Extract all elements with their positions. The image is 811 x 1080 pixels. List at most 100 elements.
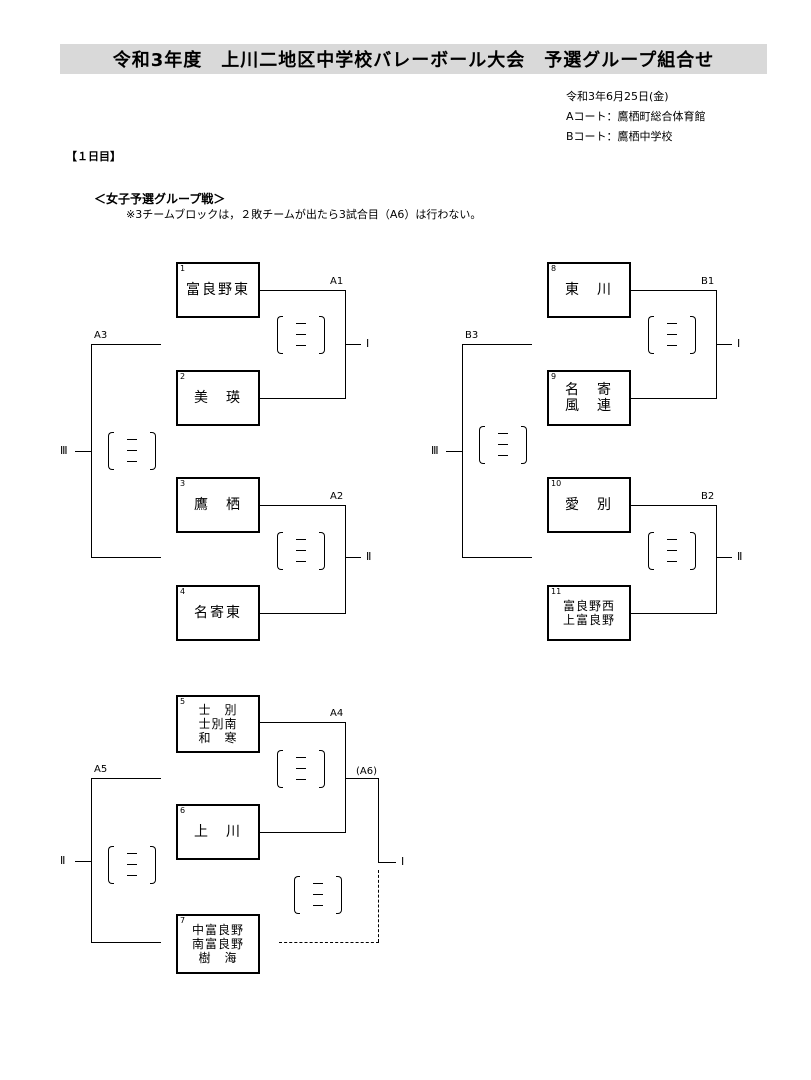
bracket-line <box>716 344 732 345</box>
team-name: 樹 海 <box>198 951 238 965</box>
bracket-line <box>75 861 92 862</box>
team-box-6: 6 上 川 <box>176 804 260 860</box>
bracket-line <box>378 778 379 863</box>
team-name: 中富良野 <box>191 923 244 937</box>
team-box-10: 10 愛 別 <box>547 477 631 533</box>
bracket-line <box>631 290 717 291</box>
bracket-line <box>631 505 717 506</box>
score-box <box>108 846 156 884</box>
bracket-line <box>91 344 161 345</box>
bracket-line <box>631 398 717 399</box>
dotted-bracket-line <box>378 870 379 942</box>
score-box <box>277 316 325 354</box>
team-name: 士 別 <box>198 703 238 717</box>
result-label: Ⅰ <box>401 855 405 868</box>
score-box <box>108 432 156 470</box>
page-title: 令和3年度 上川二地区中学校バレーボール大会 予選グループ組合せ <box>60 44 767 74</box>
bracket-line <box>75 451 92 452</box>
match-label-a1: A1 <box>330 276 344 287</box>
team-number: 3 <box>180 479 186 488</box>
match-label-b3: B3 <box>465 330 479 341</box>
match-label-a3: A3 <box>94 330 108 341</box>
team-name: 士別南 <box>198 717 238 731</box>
team-number: 6 <box>180 806 186 815</box>
team-number: 8 <box>551 264 557 273</box>
day-label: 【１日目】 <box>66 150 121 163</box>
bracket-line <box>462 557 532 558</box>
team-number: 4 <box>180 587 186 596</box>
bracket-line <box>260 290 346 291</box>
team-name: 名寄東 <box>194 605 242 621</box>
team-name: 風 連 <box>565 398 613 414</box>
score-box <box>277 750 325 788</box>
match-label-a2: A2 <box>330 491 344 502</box>
result-label: Ⅱ <box>60 854 66 867</box>
result-label: Ⅱ <box>737 550 743 563</box>
team-name: 富良野東 <box>186 282 250 298</box>
team-number: 10 <box>551 479 562 488</box>
match-label-b2: B2 <box>701 491 715 502</box>
bracket-line <box>631 613 717 614</box>
court-a-text: Aコート：鷹栖町総合体育館 <box>566 110 706 123</box>
score-box <box>479 426 527 464</box>
bracket-line <box>260 722 346 723</box>
team-name: 東 川 <box>565 282 613 298</box>
match-label-a6: (A6) <box>356 766 378 777</box>
team-name: 和 寒 <box>198 731 238 745</box>
team-box-8: 8 東 川 <box>547 262 631 318</box>
team-box-7: 7 中富良野 南富良野 樹 海 <box>176 914 260 974</box>
team-name: 上富良野 <box>562 613 615 627</box>
bracket-line <box>260 613 346 614</box>
team-name: 愛 別 <box>565 497 613 513</box>
team-number: 11 <box>551 587 562 596</box>
bracket-line <box>260 505 346 506</box>
team-number: 9 <box>551 372 557 381</box>
team-number: 1 <box>180 264 186 273</box>
team-number: 5 <box>180 697 186 706</box>
bracket-line <box>91 778 161 779</box>
bracket-line <box>446 451 463 452</box>
score-box <box>648 532 696 570</box>
team-name: 上 川 <box>194 824 242 840</box>
result-label: Ⅱ <box>366 550 372 563</box>
bracket-line <box>716 557 732 558</box>
note-text: ※3チームブロックは，２敗チームが出たら3試合目（A6）は行わない。 <box>126 208 482 221</box>
date-text: 令和3年6月25日(金) <box>566 90 669 103</box>
team-box-11: 11 富良野西 上富良野 <box>547 585 631 641</box>
team-name: 南富良野 <box>191 937 244 951</box>
team-box-1: 1 富良野東 <box>176 262 260 318</box>
team-box-5: 5 士 別 士別南 和 寒 <box>176 695 260 753</box>
team-number: 2 <box>180 372 186 381</box>
match-label-b1: B1 <box>701 276 715 287</box>
court-b-text: Bコート：鷹栖中学校 <box>566 130 673 143</box>
team-name: 富良野西 <box>562 599 615 613</box>
bracket-line <box>345 344 361 345</box>
score-box <box>648 316 696 354</box>
score-box <box>277 532 325 570</box>
bracket-line <box>378 862 396 863</box>
bracket-line <box>462 344 532 345</box>
team-name: 美 瑛 <box>194 390 242 406</box>
bracket-line <box>716 505 717 614</box>
bracket-line <box>91 942 161 943</box>
bracket-line <box>345 557 361 558</box>
match-label-a5: A5 <box>94 764 108 775</box>
bracket-line <box>345 722 346 833</box>
section-title: ＜女子予選グループ戦＞ <box>94 192 226 206</box>
result-label: Ⅰ <box>737 337 741 350</box>
dotted-bracket-line <box>279 942 379 943</box>
team-box-9: 9 名 寄 風 連 <box>547 370 631 426</box>
bracket-line <box>260 832 346 833</box>
match-label-a4: A4 <box>330 708 344 719</box>
team-box-3: 3 鷹 栖 <box>176 477 260 533</box>
team-box-2: 2 美 瑛 <box>176 370 260 426</box>
result-label: Ⅲ <box>60 444 68 457</box>
bracket-line <box>345 778 379 779</box>
bracket-line <box>260 398 346 399</box>
team-number: 7 <box>180 916 186 925</box>
bracket-line <box>91 557 161 558</box>
team-name: 名 寄 <box>565 382 613 398</box>
bracket-line <box>91 778 92 943</box>
result-label: Ⅲ <box>431 444 439 457</box>
team-name: 鷹 栖 <box>194 497 242 513</box>
